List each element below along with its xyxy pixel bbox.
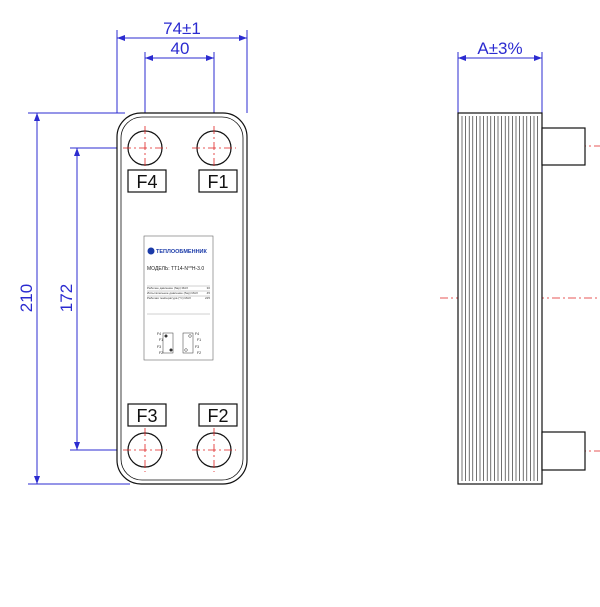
spec-value: 45: [207, 291, 211, 295]
scheme-label: F1: [197, 338, 201, 342]
port-spacing-h-dimension: 40: [171, 39, 190, 58]
scheme-label: F2: [197, 351, 201, 355]
width-dimension: 74±1: [163, 19, 201, 38]
side-view: [457, 112, 586, 485]
scheme-label: F1: [159, 338, 163, 342]
side-nozzle-bottom: [541, 431, 586, 471]
scheme-label: F2: [159, 351, 163, 355]
thickness-dimension: A±3%: [477, 39, 522, 58]
port-label-f1: F1: [207, 172, 228, 192]
spec-value: 30: [207, 286, 211, 290]
brand-name: ТЕПЛООБМЕННИК: [156, 249, 207, 255]
spec-label: Испытательное давление (бар) MAX: [147, 291, 198, 295]
scheme-label: F3: [157, 345, 161, 349]
spec-label: Рабочее давление (бар) MAX: [147, 286, 188, 290]
spec-label: Рабочая температура (°C) MAX: [147, 296, 191, 300]
port-label-f2: F2: [207, 406, 228, 426]
brand-logo-icon: [147, 247, 155, 255]
dimension-lines: [28, 30, 543, 485]
port-spacing-v-dimension: 172: [57, 284, 76, 312]
scheme-label: F3: [195, 345, 199, 349]
spec-value: 225: [205, 296, 210, 300]
port-label-f4: F4: [136, 172, 157, 192]
nameplate: ТЕПЛООБМЕННИК МОДЕЛЬ: ТТ14-N°*Н-3.0 Рабо…: [143, 235, 214, 361]
port-label-f3: F3: [136, 406, 157, 426]
side-nozzle-top: [541, 127, 586, 166]
scheme-label: F4: [195, 332, 199, 336]
height-dimension: 210: [17, 284, 36, 312]
flow-scheme-icon: [162, 332, 194, 354]
model-text: МОДЕЛЬ: ТТ14-N°*Н-3.0: [147, 266, 204, 272]
scheme-label: F4: [157, 332, 161, 336]
